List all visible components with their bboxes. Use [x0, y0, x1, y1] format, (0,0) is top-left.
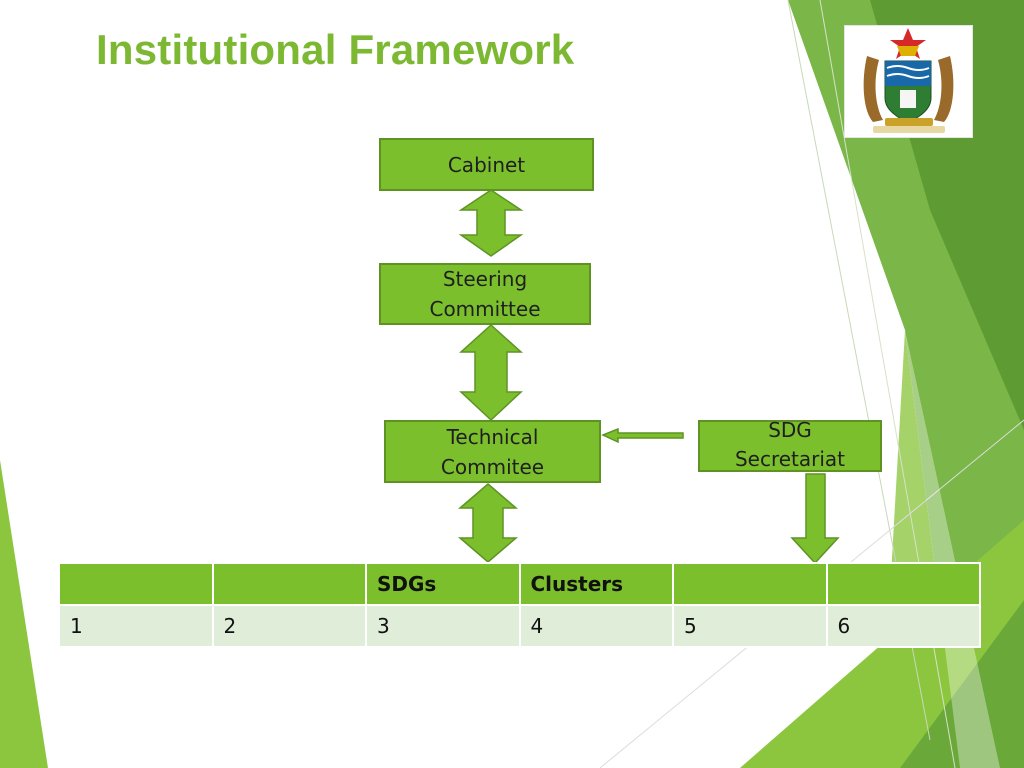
right-kudu: [934, 56, 954, 122]
light-sheen: [905, 330, 1000, 768]
red-star: [890, 28, 926, 59]
sdg-secretariat-node: SDG Secretariat: [698, 418, 882, 472]
technical-committee-node: Technical Commitee: [384, 420, 601, 483]
table-header-cell: [825, 562, 981, 606]
cabinet-node: Cabinet: [379, 138, 594, 191]
coat-of-arms-icon: [863, 28, 954, 133]
slide-title: Institutional Framework: [96, 26, 575, 73]
sdg-secretariat-label: SDG Secretariat: [734, 418, 846, 471]
table-cell: 4: [518, 604, 674, 648]
zimbabwe-bird: [897, 46, 919, 56]
left-green-facet: [0, 460, 48, 768]
table-cell: 5: [672, 604, 828, 648]
sdg-clusters-table: SDGs Clusters 1 2 3 4 5 6: [58, 562, 981, 648]
table-cell: 2: [211, 604, 367, 648]
cabinet-label: Cabinet: [447, 152, 526, 177]
table-header-cell: [211, 562, 367, 606]
coat-of-arms-emblem: [844, 25, 973, 138]
motto-ribbon: [873, 126, 945, 133]
table-header-cell: [672, 562, 828, 606]
table-header-cell: [58, 562, 214, 606]
table-cell: 3: [365, 604, 521, 648]
table-header-cell: Clusters: [518, 562, 674, 606]
bottom-right-dark-facet: [900, 600, 1024, 768]
table-row: 1 2 3 4 5 6: [58, 604, 981, 648]
steering-committee-node: Steering Committee: [379, 263, 591, 325]
table-cell: 1: [58, 604, 214, 648]
technical-committee-label: Technical Commitee: [440, 424, 545, 479]
motto-scroll: [885, 118, 933, 126]
steering-committee-label: Steering Committee: [429, 267, 541, 321]
table-header-row: SDGs Clusters: [58, 562, 981, 606]
left-kudu: [863, 56, 883, 122]
table-cell: 6: [825, 604, 981, 648]
wave-lines: [886, 65, 930, 79]
table-header-cell: SDGs: [365, 562, 521, 606]
shield-waves: [885, 61, 931, 86]
shield-tower: [900, 90, 916, 108]
